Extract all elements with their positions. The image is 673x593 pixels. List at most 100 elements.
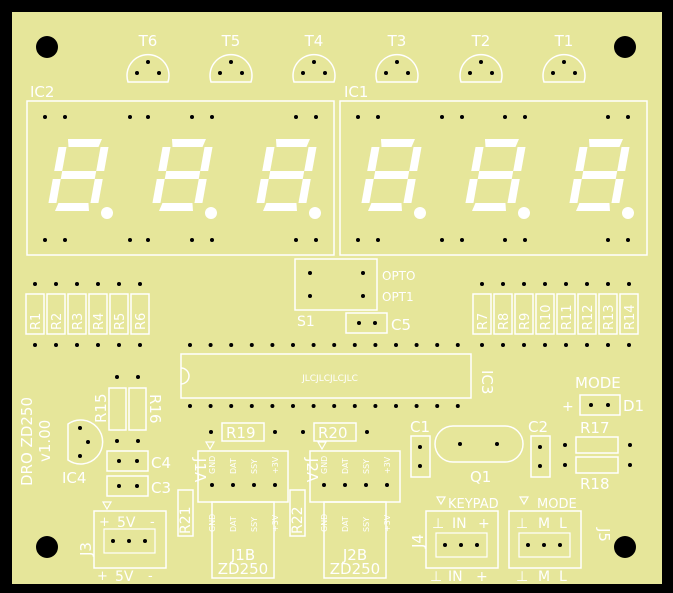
resistor-pin bbox=[564, 343, 568, 347]
transistor-pin bbox=[490, 71, 494, 75]
display-pin bbox=[190, 238, 194, 242]
transistor-pin bbox=[406, 71, 410, 75]
chip-label: JLCJLCJLCJLC bbox=[301, 374, 358, 384]
resistor-outline bbox=[577, 293, 597, 335]
display-label: IC1 bbox=[344, 83, 368, 101]
resistor-label: R10 bbox=[539, 304, 554, 330]
display-pin bbox=[523, 238, 527, 242]
q1-pin bbox=[458, 442, 462, 446]
header-pin bbox=[343, 483, 347, 487]
resistor-pin bbox=[96, 282, 100, 286]
opto-pin bbox=[361, 294, 365, 298]
display-ic2: IC2 bbox=[26, 83, 335, 256]
j5-pin bbox=[526, 543, 530, 547]
header-pin bbox=[385, 483, 389, 487]
digit-segment bbox=[171, 139, 206, 147]
digit-segment bbox=[477, 171, 514, 179]
j3-5v-bottom: 5V bbox=[115, 569, 134, 585]
r-pin bbox=[136, 439, 140, 443]
chip-pin bbox=[435, 404, 440, 408]
c-pin bbox=[117, 484, 121, 488]
transistor-pin bbox=[135, 71, 139, 75]
r15-outline bbox=[108, 387, 127, 431]
header-pin bbox=[231, 483, 235, 487]
r-pin bbox=[301, 430, 305, 434]
chip-pin bbox=[208, 343, 213, 347]
chip-pin bbox=[332, 404, 337, 408]
c2-pin bbox=[538, 464, 542, 468]
digit-segment bbox=[617, 147, 630, 171]
display-pin bbox=[460, 238, 464, 242]
display-outline bbox=[339, 100, 648, 256]
chip-notch bbox=[180, 367, 190, 385]
transistor-outline bbox=[542, 53, 586, 83]
header-pin-label: GND bbox=[208, 456, 217, 474]
transistor-pin bbox=[573, 71, 577, 75]
r-pin bbox=[563, 463, 567, 467]
d1-pin bbox=[589, 403, 593, 407]
resistor-pin bbox=[585, 282, 589, 286]
resistor-label: R9 bbox=[518, 313, 533, 330]
transistor-pin bbox=[312, 60, 316, 64]
digit-decimal-point bbox=[101, 207, 113, 219]
header-bottom-outline bbox=[323, 501, 387, 579]
digit-segment bbox=[90, 179, 103, 203]
transistor-pin bbox=[301, 71, 305, 75]
resistor-pin bbox=[522, 282, 526, 286]
resistor-r2: R2 bbox=[46, 282, 66, 347]
chip-pin bbox=[455, 404, 460, 408]
header-pin1-marker bbox=[316, 441, 328, 451]
chip-pin bbox=[249, 404, 254, 408]
j5-l-bottom: L bbox=[559, 569, 567, 585]
opto-label-1: OPTO bbox=[382, 269, 415, 283]
chip-pin bbox=[414, 404, 419, 408]
mode-led: MODE + D1 bbox=[562, 374, 644, 416]
seven-segment-digit bbox=[152, 139, 217, 219]
header-pin1-marker bbox=[204, 441, 216, 451]
digit-segment bbox=[298, 179, 311, 203]
seven-segment-digit bbox=[48, 139, 113, 219]
display-pin bbox=[43, 238, 47, 242]
resistor-r14: R14 bbox=[619, 282, 639, 347]
digit-segment bbox=[484, 139, 519, 147]
transistor-pin bbox=[240, 71, 244, 75]
display-outline bbox=[26, 100, 335, 256]
display-pin bbox=[63, 238, 67, 242]
keypad-label: KEYPAD bbox=[448, 497, 499, 512]
c-pin bbox=[135, 484, 139, 488]
j3-pin bbox=[127, 539, 131, 543]
resistor-pin bbox=[606, 343, 610, 347]
digit-decimal-point bbox=[518, 207, 530, 219]
header-pin bbox=[273, 483, 277, 487]
transistor-t2: T2 bbox=[459, 32, 503, 83]
resistor-label: R11 bbox=[560, 304, 575, 330]
transistor-pin bbox=[229, 60, 233, 64]
transistor-label: T6 bbox=[138, 32, 158, 50]
display-pin bbox=[606, 115, 610, 119]
digit-segment bbox=[194, 179, 207, 203]
resistor-pin bbox=[33, 282, 37, 286]
board-version: v1.00 bbox=[36, 420, 54, 462]
j4-plus-bottom: + bbox=[476, 569, 488, 585]
display-pin bbox=[503, 238, 507, 242]
mounting-hole-tl bbox=[36, 36, 58, 58]
chip-pin bbox=[373, 404, 378, 408]
r20-label: R20 bbox=[318, 424, 348, 442]
resistor-label: R8 bbox=[497, 313, 512, 330]
digit-segment bbox=[507, 179, 520, 203]
j5-pin bbox=[558, 543, 562, 547]
j3-pin bbox=[143, 539, 147, 543]
j4-pin bbox=[475, 543, 479, 547]
digit-segment bbox=[158, 147, 171, 171]
transistor-t6: T6 bbox=[126, 32, 170, 83]
opto-outline bbox=[294, 258, 378, 311]
digit-segment bbox=[380, 139, 415, 147]
resistor-pin bbox=[33, 343, 37, 347]
transistor-label: T3 bbox=[387, 32, 407, 50]
r19-outline bbox=[221, 422, 265, 442]
header-ref-b: J1B bbox=[230, 546, 255, 564]
j4-in: IN bbox=[452, 516, 467, 532]
digit-decimal-point bbox=[414, 207, 426, 219]
